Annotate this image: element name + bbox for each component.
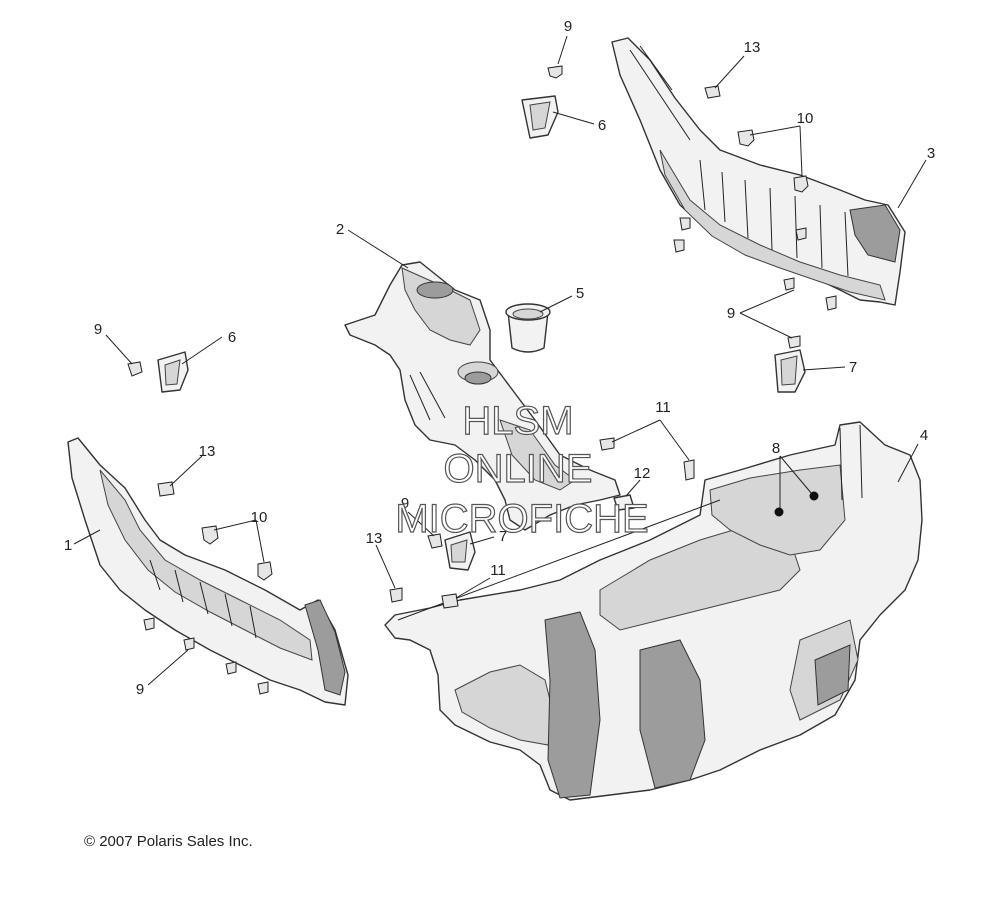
callout-11-upper: 11	[655, 399, 671, 416]
fasteners	[127, 65, 837, 695]
callout-13-left: 13	[199, 443, 216, 460]
fastener-9-bottom-a	[143, 617, 155, 631]
leader-lines	[73, 35, 927, 686]
part-3-right-rocker-panel	[611, 37, 906, 306]
fastener-9-right-e	[825, 295, 837, 311]
callout-9-left: 9	[94, 321, 102, 338]
part-12-clip	[613, 494, 635, 511]
part-4-floor-tub	[384, 421, 923, 801]
callout-7-center: 7	[499, 528, 507, 545]
fastener-9-right-f	[787, 335, 801, 349]
fastener-9-bottom-c	[225, 661, 237, 675]
part-5-cup-holder	[505, 303, 551, 353]
fastener-9-right-d	[783, 277, 795, 291]
callout-12: 12	[634, 465, 651, 482]
fastener-9-left	[127, 361, 143, 377]
watermark-line-3: MICROFICHE	[395, 497, 648, 541]
fastener-11-upper-b	[683, 459, 695, 481]
callout-9-right: 9	[727, 305, 735, 322]
part-6-bracket-top	[521, 95, 559, 139]
fastener-9-right-b	[673, 239, 685, 253]
callout-5: 5	[576, 285, 584, 302]
fastener-9-bottom-d	[257, 681, 269, 695]
fastener-9-bottom-b	[183, 637, 195, 651]
fastener-9-right-c	[795, 227, 807, 241]
callout-7-right: 7	[849, 359, 857, 376]
part-7-bracket-right	[774, 349, 806, 393]
fastener-9-right-a	[679, 217, 691, 231]
part-1-left-rocker-panel	[67, 437, 349, 706]
watermark-line-1: HLSM	[462, 399, 573, 443]
part-6-bracket-left	[157, 351, 189, 393]
fastener-10-left-b	[257, 561, 273, 581]
callout-6-left: 6	[228, 329, 236, 346]
callout-1: 1	[64, 537, 72, 554]
callout-13-center: 13	[366, 530, 383, 547]
callouts: 9 13 6 10 3 2 5 9 9 6 7 13 11 4 8 12 10 …	[64, 18, 935, 698]
callout-13-top: 13	[744, 39, 761, 56]
callout-9-top: 9	[564, 18, 572, 35]
fastener-10-right-a	[737, 129, 755, 147]
callout-9-center: 9	[401, 495, 409, 512]
part-2-center-console	[344, 261, 621, 531]
fastener-10-right-b	[793, 175, 809, 193]
callout-9-bottom: 9	[136, 681, 144, 698]
callout-10-right: 10	[797, 110, 814, 127]
callout-2: 2	[336, 221, 344, 238]
fastener-9-center	[427, 533, 443, 549]
fastener-11-upper-a	[599, 437, 615, 451]
callout-10-left: 10	[251, 509, 268, 526]
fastener-9-top	[547, 65, 563, 79]
callout-4: 4	[920, 427, 928, 444]
watermark: HLSM ONLINE MICROFICHE	[395, 398, 650, 541]
fastener-13-center	[389, 587, 403, 603]
fastener-13-top	[704, 85, 721, 99]
part-7-bracket-center	[444, 531, 476, 571]
fastener-10-left-a	[201, 525, 219, 545]
callout-3: 3	[927, 145, 935, 162]
callout-6-top: 6	[598, 117, 606, 134]
fastener-11-lower	[441, 593, 459, 609]
grommet-8-a	[774, 507, 784, 517]
callout-11-lower: 11	[490, 562, 506, 579]
copyright-notice: © 2007 Polaris Sales Inc.	[84, 833, 253, 850]
watermark-line-2: ONLINE	[444, 447, 593, 491]
callout-8: 8	[772, 440, 780, 457]
